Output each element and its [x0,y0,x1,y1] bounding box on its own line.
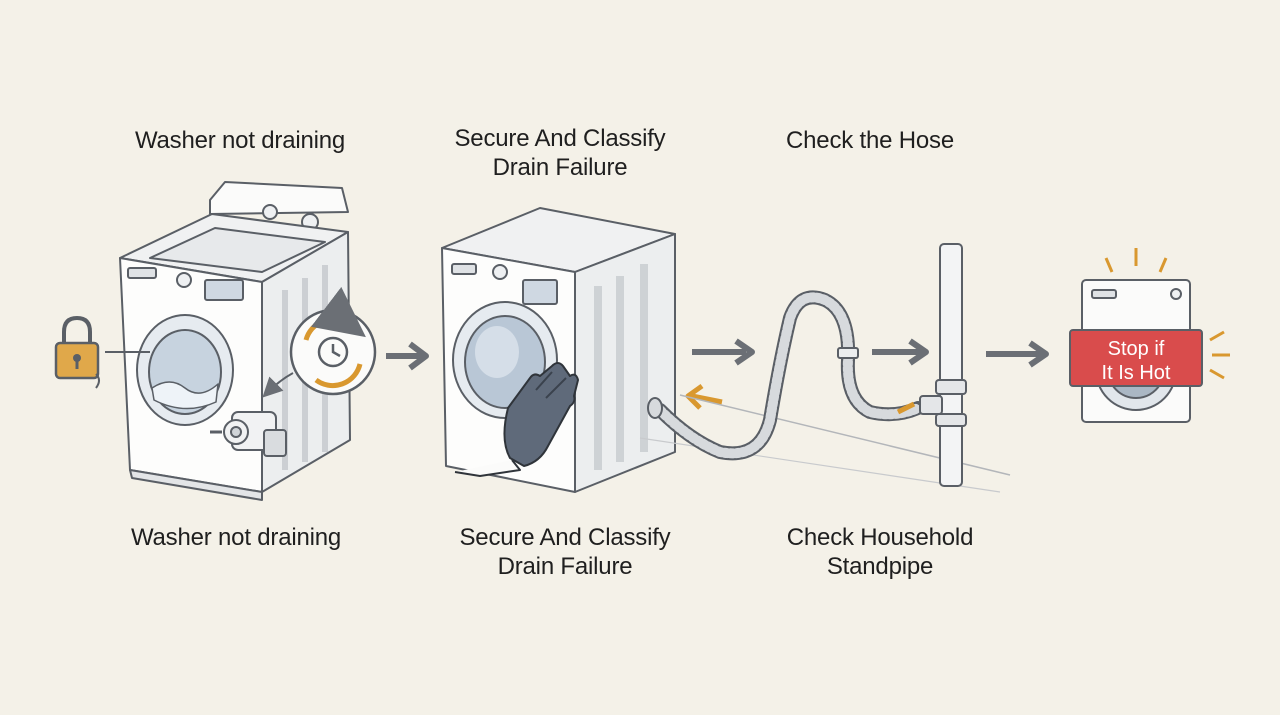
glove-icon [454,362,579,477]
return-arrow-icon-head [685,383,704,410]
step1-bottom-label: Washer not draining [130,524,342,551]
arrow-right-icon-head [408,341,429,371]
step1-top-label: Washer not draining [134,127,346,154]
step3-bottom-label: Check Household Standpipe [740,523,1020,581]
timer-to-pump-arrow [262,372,294,398]
front-load-washer-illustration [441,207,676,493]
step3-bottom-line1: Check Household [786,524,974,551]
step2-top-label: Secure And Classify Drain Failure [400,124,720,182]
step2-top-line2: Drain Failure [492,154,628,181]
drain-pump-icon [210,411,287,457]
arrow-right-icon-head [1028,340,1049,368]
hose-flow-arrow [896,401,916,415]
step3-top-label: Check the Hose [786,127,954,154]
arrow-right-icon-head [908,338,929,366]
step2-bottom-line1: Secure And Classify [459,524,671,551]
standpipe-icon [919,243,967,487]
arrow-right-icon-head [734,338,755,366]
warning-badge [1069,329,1203,387]
warning-line1: Stop if [1108,338,1165,360]
step2-top-line1: Secure And Classify [454,125,666,152]
step2-bottom-label: Secure And Classify Drain Failure [405,523,725,581]
padlock-icon [54,315,100,389]
warning-line2: It Is Hot [1102,362,1171,384]
step2-bottom-line2: Drain Failure [497,553,633,580]
drain-hose-icon [647,290,925,461]
return-arrow-icon [691,393,723,405]
step3-bottom-line2: Standpipe [826,553,934,580]
timer-icon [289,286,377,396]
